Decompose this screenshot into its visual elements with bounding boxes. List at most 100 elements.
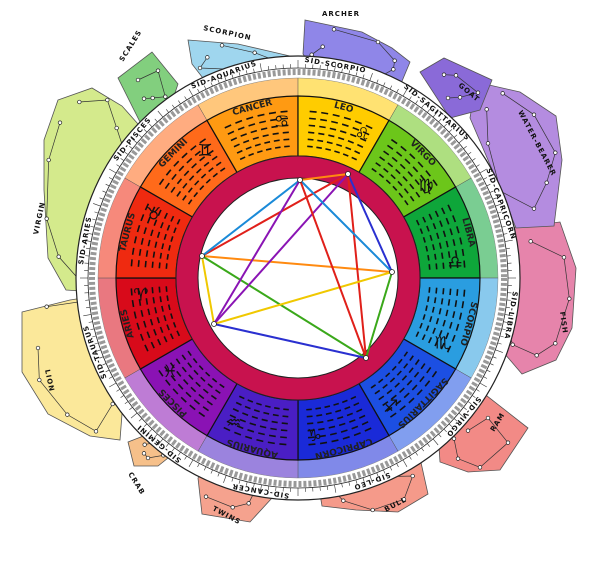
planet-marker-icon xyxy=(297,177,303,183)
star-icon xyxy=(510,342,515,347)
star-icon xyxy=(44,304,49,309)
star-icon xyxy=(445,95,451,101)
sign-libra: ♎LIBRA xyxy=(402,186,481,279)
star-icon xyxy=(105,97,110,103)
star-icon xyxy=(531,206,537,211)
spectrum-band xyxy=(97,77,499,479)
star-icon xyxy=(44,216,49,221)
sign-gemini-glyph-icon: ♊ xyxy=(198,141,213,161)
star-icon xyxy=(484,107,489,112)
star-icon xyxy=(465,428,471,433)
star-icon xyxy=(145,455,151,461)
sidereal-ring xyxy=(89,69,507,487)
star-icon xyxy=(163,94,168,99)
sign-taurus-glyph-icon: ♉ xyxy=(146,205,161,225)
degree-ticks xyxy=(80,60,516,496)
star-icon xyxy=(531,112,537,117)
star-icon xyxy=(451,436,457,441)
star-icon xyxy=(114,125,119,131)
star-icon xyxy=(567,296,572,301)
sign-leo-glyph-icon: ♌ xyxy=(355,125,370,145)
planet-marker-icon xyxy=(363,355,369,361)
star-icon xyxy=(534,353,539,358)
star-icon xyxy=(65,412,70,417)
star-icon xyxy=(528,239,533,244)
star-icon xyxy=(155,68,161,73)
star-icon xyxy=(141,451,147,456)
star-icon xyxy=(441,72,447,77)
constellation-goat-panel xyxy=(419,57,493,119)
aspect-lines xyxy=(201,173,393,359)
star-icon xyxy=(142,442,147,447)
star-icon xyxy=(219,43,225,48)
star-icon xyxy=(500,91,505,96)
star-icon xyxy=(457,95,463,100)
star-icon xyxy=(230,505,235,510)
constellation-label: CRAB xyxy=(126,471,146,497)
star-icon xyxy=(485,415,491,421)
star-icon xyxy=(93,429,99,434)
sign-cancer-glyph-icon: ♋ xyxy=(274,112,289,132)
star-icon xyxy=(37,377,42,383)
star-icon xyxy=(455,456,461,461)
planet-marker-icon xyxy=(345,171,351,177)
star-icon xyxy=(453,73,459,78)
star-icon xyxy=(246,501,251,506)
star-icon xyxy=(370,507,375,513)
star-icon xyxy=(320,44,325,49)
star-icon xyxy=(35,345,41,351)
star-icon xyxy=(252,50,257,55)
sign-virgo-glyph-icon: ♍ xyxy=(418,176,433,196)
sign-leo-label: LEO xyxy=(333,101,355,116)
sign-sagittarius-glyph-icon: ♐ xyxy=(383,397,398,417)
star-icon xyxy=(392,58,397,63)
sign-libra-glyph-icon: ♎ xyxy=(448,252,463,272)
star-icon xyxy=(544,180,549,185)
star-icon xyxy=(375,39,381,45)
star-icon xyxy=(110,401,115,407)
star-icon xyxy=(135,77,141,83)
star-icon xyxy=(553,150,558,155)
star-icon xyxy=(561,255,567,260)
star-icon xyxy=(56,254,61,259)
star-icon xyxy=(205,55,210,60)
constellation-label: ARCHER xyxy=(322,10,360,18)
constellation-water-bearer-panel xyxy=(469,81,563,229)
constellation-label: SCORPION xyxy=(203,24,253,42)
star-icon xyxy=(553,341,558,346)
planet-marker-icon xyxy=(199,253,205,259)
constellation-ram-figure xyxy=(453,417,509,468)
sign-aquarius-glyph-icon: ♒ xyxy=(226,413,241,433)
aspect-center xyxy=(175,155,421,401)
planet-marker-icon xyxy=(211,321,217,327)
star-icon xyxy=(401,497,407,502)
sign-aquarius: ♒AQUARIUS xyxy=(206,382,299,461)
sign-aries: ♈ARIES xyxy=(115,277,194,370)
constellation-goat: GOAT xyxy=(419,57,493,119)
star-icon xyxy=(197,65,203,71)
constellation-water-bearer-figure xyxy=(486,93,556,210)
sign-capricorn-glyph-icon: ♑ xyxy=(307,426,322,446)
sign-sectors: ♊GEMINI♋CANCER♌LEO♍VIRGO♎LIBRA♏SCORPIO♐S… xyxy=(115,95,481,461)
star-icon xyxy=(410,473,415,479)
star-icon xyxy=(203,494,209,499)
star-icon xyxy=(391,67,396,72)
star-icon xyxy=(341,498,346,503)
sign-aries-glyph-icon: ♈ xyxy=(133,286,148,306)
planet-marker-icon xyxy=(389,269,395,275)
constellation-water-bearer: WATER-BEARER xyxy=(469,81,563,229)
star-icon xyxy=(485,141,491,146)
sign-leo: ♌LEO xyxy=(297,95,390,174)
star-icon xyxy=(57,120,63,125)
star-icon xyxy=(475,90,481,95)
sign-pisces-glyph-icon: ♓ xyxy=(163,362,178,382)
star-icon xyxy=(46,157,51,163)
constellation-label: SCALES xyxy=(118,28,144,63)
star-icon xyxy=(77,99,82,105)
sign-scorpio-glyph-icon: ♏ xyxy=(435,333,450,353)
constellation-label: FISH xyxy=(558,311,569,334)
star-icon xyxy=(331,27,337,32)
star-icon xyxy=(150,95,155,101)
star-icon xyxy=(477,465,483,470)
